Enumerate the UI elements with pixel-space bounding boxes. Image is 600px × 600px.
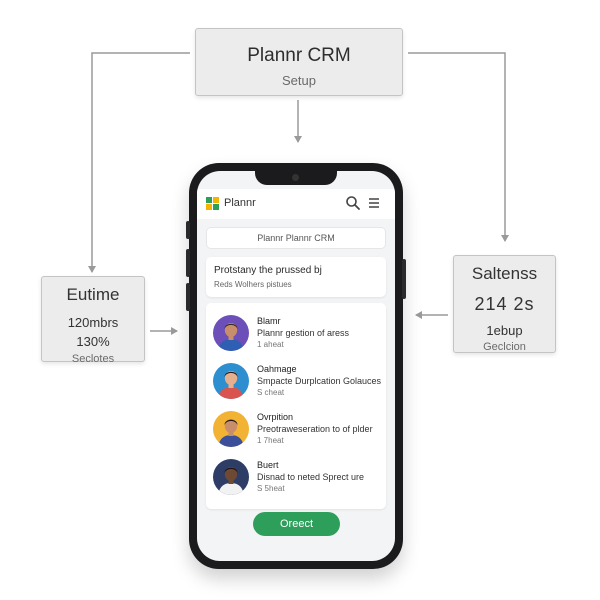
list-item[interactable]: Buert Disnad to neted Sprect ure S 5heat [206, 453, 386, 501]
right-box-line1: 214 2s [474, 294, 535, 314]
setup-box-subtitle: Setup [282, 73, 316, 88]
contact-name: Oahmage [257, 364, 297, 374]
setup-box-title: Plannr CRM [247, 45, 351, 66]
person-icon [213, 411, 249, 447]
left-box-title: Eutime [66, 285, 120, 304]
summary-subtitle: Reds Wolhers pistues [214, 280, 292, 289]
avatar [213, 411, 249, 447]
right-box-title: Saltenss [471, 264, 538, 283]
person-icon [213, 315, 249, 351]
connector-top-to-left [88, 52, 190, 273]
phone-volume-up [186, 249, 190, 277]
left-box-line1: 120mbrs [67, 315, 119, 330]
contact-name: Ovrpition [257, 412, 294, 422]
app-title-bar: Plannr Plannr CRM [206, 227, 386, 249]
person-icon [213, 363, 249, 399]
app-name: Plannr [224, 197, 256, 209]
contact-description: Disnad to neted Sprect ure [257, 472, 365, 482]
left-box-line2: 130% [76, 334, 110, 349]
phone-notch [255, 171, 337, 185]
list-item[interactable]: Oahmage Smpacte Durplcation Golauces S c… [206, 357, 386, 405]
phone-screen: Plannr Plannr Plannr CRM Protstany the p… [197, 171, 395, 561]
list-item[interactable]: Blamr Plannr gestion of aress 1 aheat [206, 309, 386, 357]
contact-list: Blamr Plannr gestion of aress 1 aheat Oa… [206, 303, 386, 509]
contact-meta: S cheat [257, 388, 285, 397]
contact-name: Blamr [257, 316, 281, 326]
left-box-line3: Seclotes [71, 353, 115, 365]
contact-description: Preotraweseration to of plder [257, 424, 373, 434]
right-box-line2: 1ebup [486, 323, 523, 338]
phone-device: Plannr Plannr Plannr CRM Protstany the p… [186, 163, 406, 569]
contact-description: Smpacte Durplcation Golauces [257, 376, 382, 386]
phone-volume-down [186, 283, 190, 311]
avatar [213, 363, 249, 399]
avatar [213, 315, 249, 351]
avatar [213, 459, 249, 495]
connector-top-to-right [408, 52, 509, 242]
right-stats-box: Saltenss 214 2s 1ebup Geclcion [453, 255, 556, 353]
primary-action-button[interactable]: Oreect [253, 512, 340, 536]
setup-box: Plannr CRM Setup [195, 28, 403, 96]
menu-icon[interactable] [365, 194, 383, 212]
phone-side-button [186, 221, 190, 239]
contact-description: Plannr gestion of aress [257, 328, 350, 338]
person-icon [213, 459, 249, 495]
contact-name: Buert [257, 460, 279, 470]
summary-title: Protstany the prussed bj [214, 265, 322, 276]
camera-icon [292, 174, 299, 181]
summary-card[interactable]: Protstany the prussed bj Reds Wolhers pi… [206, 257, 386, 297]
app-logo-icon [206, 197, 219, 210]
contact-meta: 1 7heat [257, 436, 284, 445]
list-item[interactable]: Ovrpition Preotraweseration to of plder … [206, 405, 386, 453]
contact-meta: S 5heat [257, 484, 285, 493]
contact-meta: 1 aheat [257, 340, 284, 349]
left-stats-box: Eutime 120mbrs 130% Seclotes [41, 276, 145, 365]
app-header: Plannr [197, 189, 395, 219]
search-icon[interactable] [344, 194, 362, 212]
phone-power-button [402, 259, 406, 299]
right-box-line3: Geclcion [483, 341, 526, 353]
